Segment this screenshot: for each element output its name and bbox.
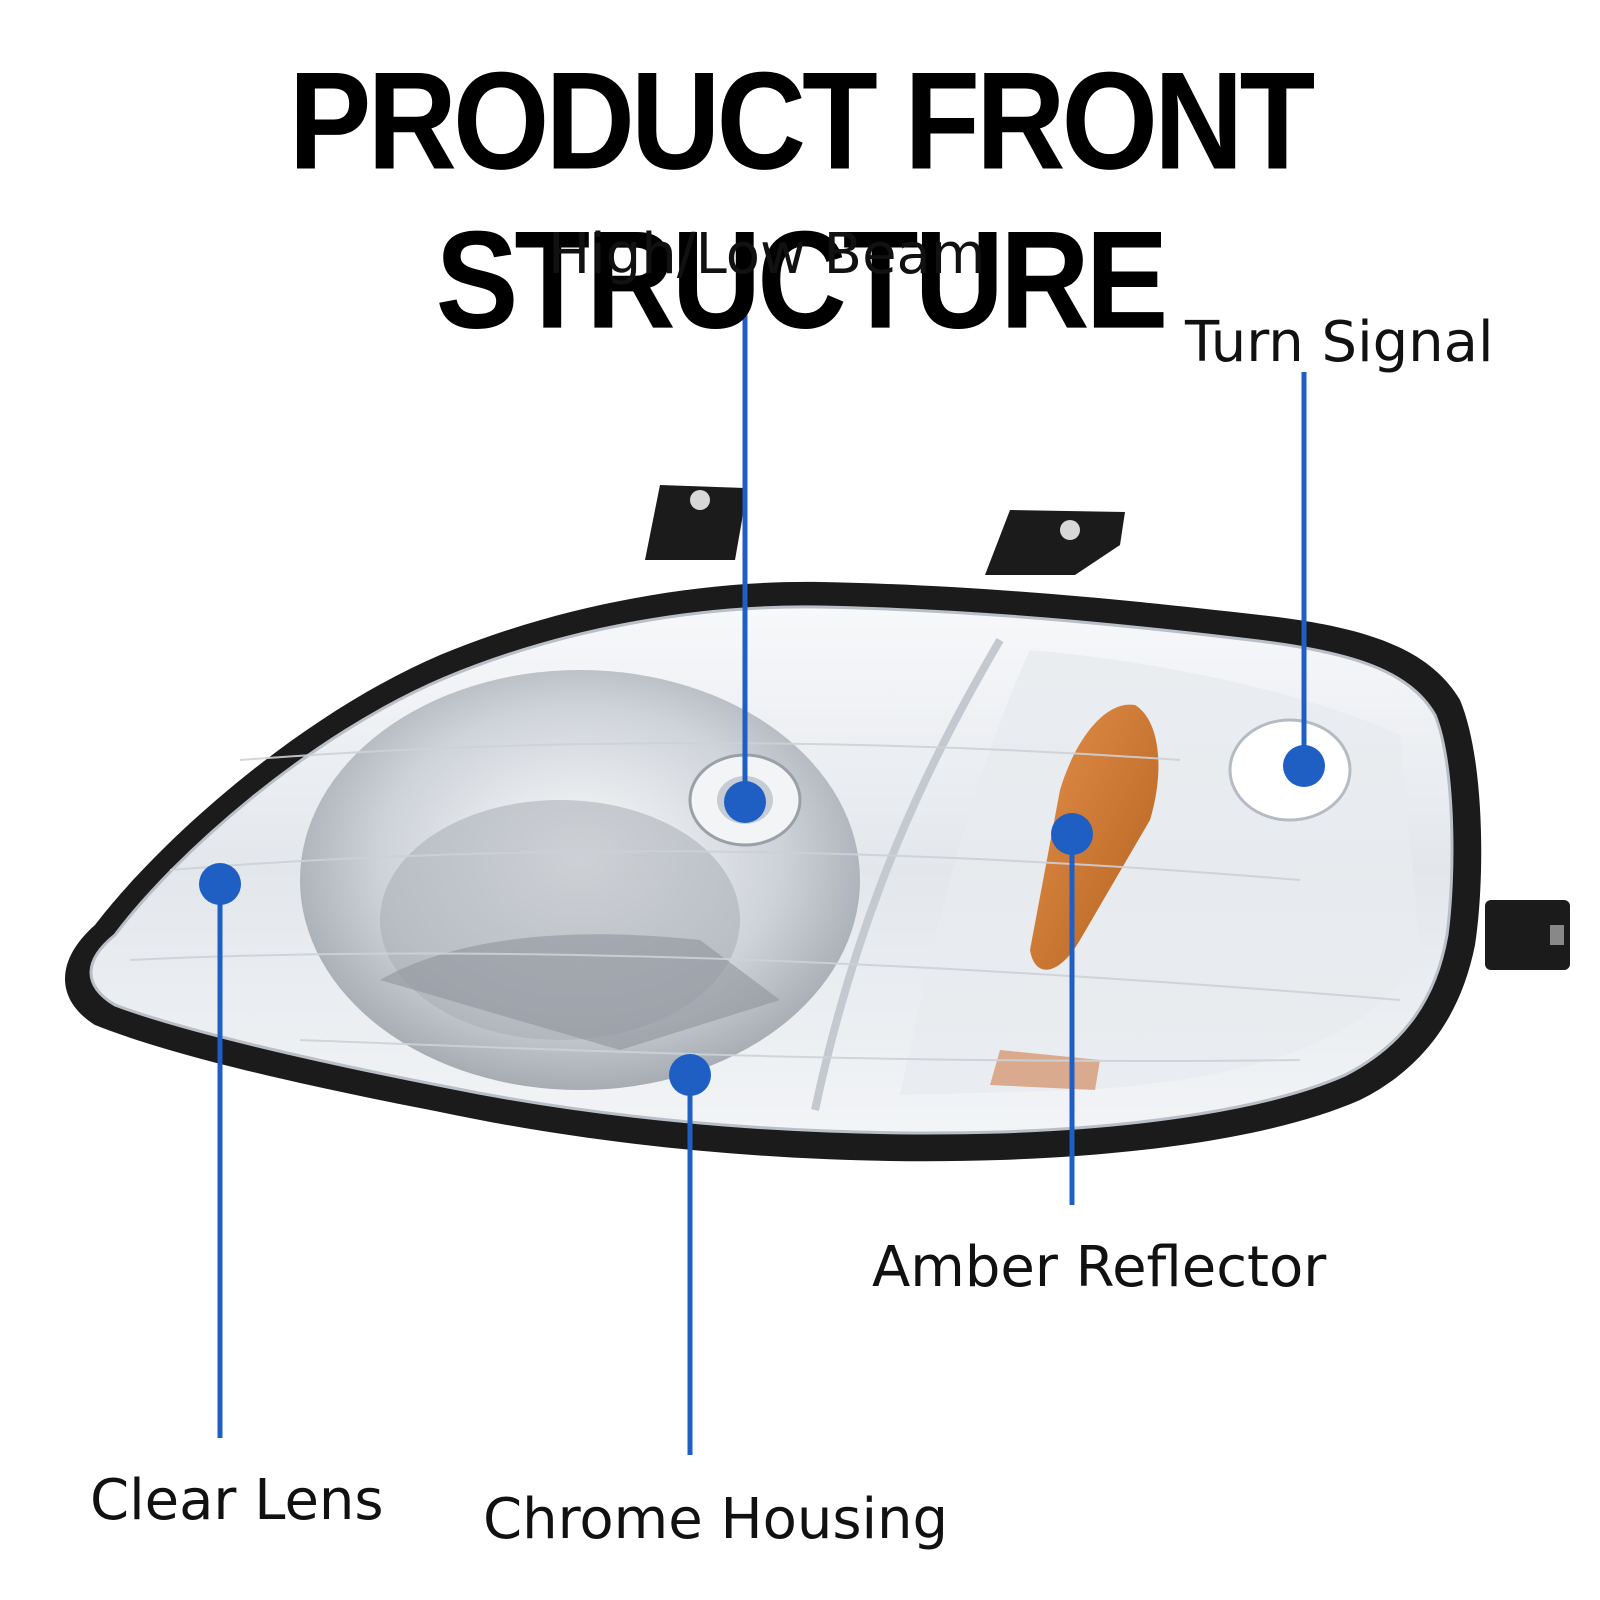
lens-divider <box>811 637 1004 1111</box>
mounting-hole-right <box>1060 520 1080 540</box>
headlight-illustration <box>65 485 1570 1162</box>
callout-dot-turn-signal <box>1283 745 1325 787</box>
callout-lines <box>217 288 1307 1455</box>
page-title: PRODUCT FRONT STRUCTURE <box>288 44 1316 358</box>
callout-dots <box>199 745 1325 1096</box>
callout-dot-high-low-beam <box>724 781 766 823</box>
label-chrome-housing: Chrome Housing <box>483 1487 949 1552</box>
amber-reflector-element <box>1030 704 1159 970</box>
mounting-tab-right <box>985 510 1125 575</box>
rear-connector <box>1485 900 1570 970</box>
label-amber-reflector: Amber Reflector <box>872 1235 1327 1300</box>
label-clear-lens: Clear Lens <box>90 1468 384 1533</box>
label-high-low-beam: High/Low Beam <box>548 222 986 287</box>
mounting-tab-left <box>645 485 745 560</box>
callout-dot-amber-reflector <box>1051 813 1093 855</box>
label-turn-signal: Turn Signal <box>1185 310 1494 375</box>
callout-dot-clear-lens <box>199 863 241 905</box>
mounting-hole-left <box>690 490 710 510</box>
callout-dot-chrome-housing <box>669 1054 711 1096</box>
